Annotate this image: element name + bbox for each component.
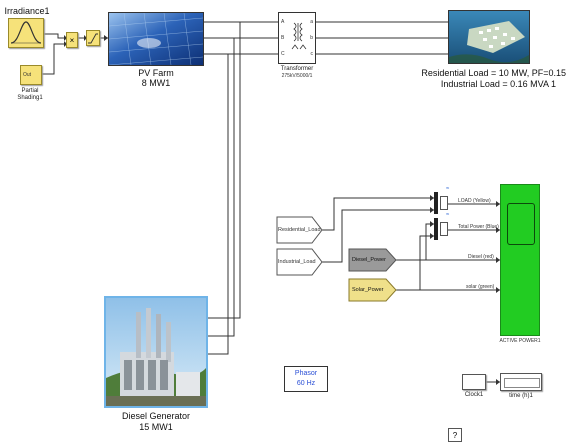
residential-load-tag[interactable] [276,216,326,244]
pv-farm-block[interactable] [108,12,204,66]
irradiance-label: Irradiance1 [4,6,50,16]
diesel-signal-label: Diesel (red) [468,254,494,260]
solar-panel-icon [109,13,203,65]
sum-load-block[interactable] [440,196,448,210]
solar-power-tag[interactable] [348,278,400,302]
diesel-generator-label-1: Diesel Generator [121,411,191,421]
port-a-label: A [281,19,285,25]
transformer-coil-icon [291,22,307,50]
industrial-load-tag[interactable] [276,248,326,276]
transformer-block[interactable]: A B C a b c [278,12,316,64]
out-port-label: Out [23,72,32,78]
clock-label: Clock1 [464,392,484,398]
port-b2-label: b [310,35,313,41]
saturation-icon [88,33,98,44]
residential-load-label-2: Industrial Load = 0.16 MVA 1 [440,79,556,89]
sum-total-block[interactable] [440,222,448,236]
solar-power-tag-label: Solar_Power [352,287,384,293]
diesel-power-tag[interactable] [348,248,400,272]
port-b-label: B [281,35,285,41]
mux-load[interactable] [434,192,438,214]
partial-shading-block[interactable]: Out [20,65,42,85]
diesel-power-tag-label: Diesel_Power [352,257,386,263]
irradiance-wire [44,33,64,39]
multiply-icon[interactable]: × [66,32,78,48]
clock-block[interactable] [462,374,486,390]
signal-wave-icon-2: ≈ [446,212,450,218]
scope-screen [507,203,535,245]
partial-shading-label-1: Partial [21,88,39,94]
display-readout [504,378,540,388]
bell-curve-icon [10,21,42,44]
residential-load-block[interactable] [448,10,530,64]
total-signal-label: Total Power (Blue) [458,224,499,230]
diesel-generator-label-2: 15 MW1 [139,422,173,432]
help-button[interactable]: ? [448,428,462,442]
signal-wave-icon: ≈ [446,186,450,192]
load-signal-label: LOAD (Yellow) [458,198,491,204]
mux-total[interactable] [434,218,438,240]
phasor-label: Phasor [294,370,318,377]
time-display-label: time (h)1 [509,393,533,399]
partial-shading-label-2: Shading1 [17,95,43,101]
transformer-sublabel: 275kV/5000/1 [281,73,313,79]
city-icon [449,11,529,63]
solar-signal-label: solar (green) [466,284,495,290]
shading-wire [42,43,64,75]
diesel-generator-block[interactable] [104,296,208,408]
residential-load-tag-label: Residential_Load [278,227,321,233]
active-power-label: ACTIVE POWER1 [499,338,541,344]
port-c2-label: c [310,51,314,57]
residential-load-label-1: Residential Load = 10 MW, PF=0.15 [421,68,566,78]
port-c-label: C [281,51,285,57]
industrial-load-tag-label: Industrial_Load [278,259,316,265]
phasor-block[interactable]: Phasor 60 Hz [284,366,328,392]
port-a2-label: a [310,19,313,25]
pv-farm-label-1: PV Farm [138,68,174,78]
phasor-frequency: 60 Hz [296,380,316,387]
active-power-scope[interactable] [500,184,540,336]
time-display-block[interactable] [500,373,542,391]
pv-farm-label-2: 8 MW1 [141,78,171,88]
saturation-block[interactable] [86,30,100,46]
power-plant-icon [106,298,206,406]
irradiance-block[interactable] [8,18,44,48]
transformer-label: Transformer [280,66,314,72]
